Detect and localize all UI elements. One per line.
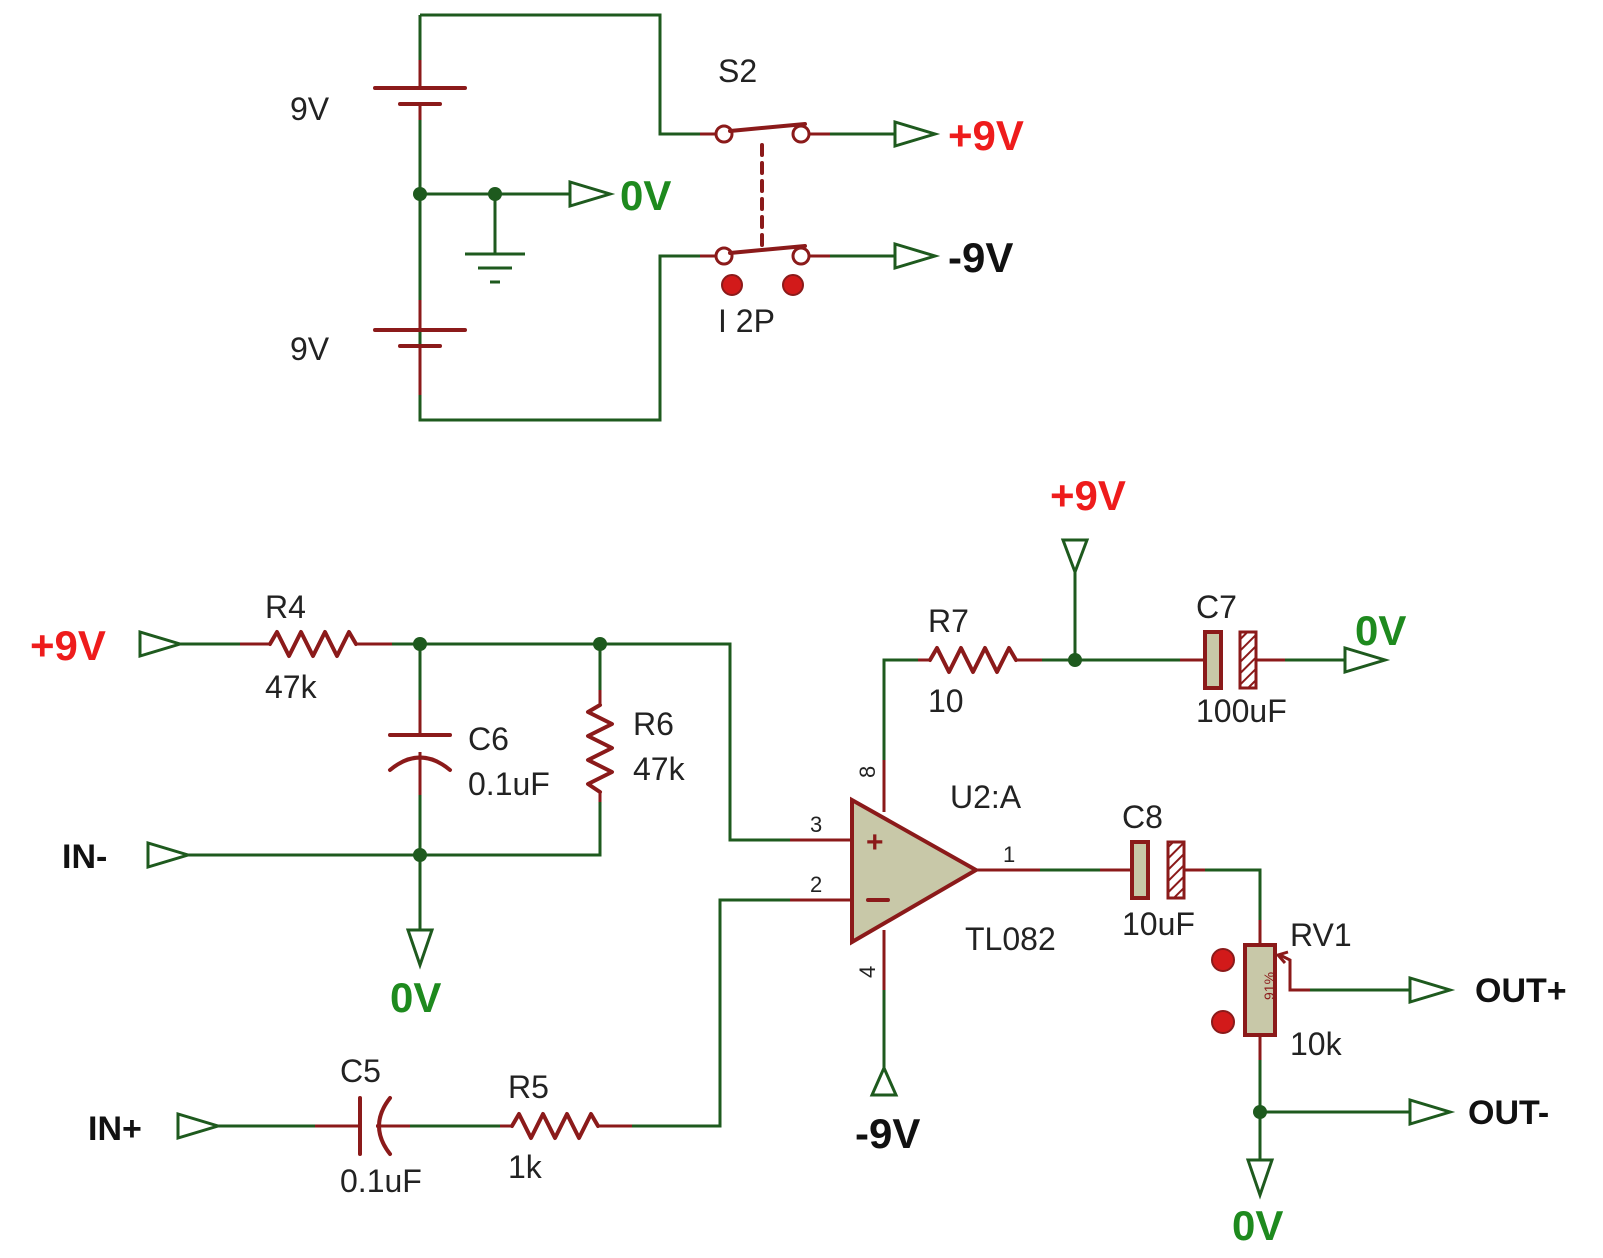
in-minus-net-label: IN- xyxy=(62,838,107,876)
r7-supply-terminal xyxy=(1060,538,1090,577)
c5-value-label: 0.1uF xyxy=(340,1163,422,1199)
rv1-value-label: 10k xyxy=(1290,1026,1343,1062)
out-minus-terminal xyxy=(1408,1097,1456,1127)
resistor-r5 xyxy=(500,1112,632,1140)
opamp-u2a: + xyxy=(790,760,1040,990)
r7-ref-label: R7 xyxy=(928,603,969,639)
opamp-vee-terminal xyxy=(869,1064,899,1097)
opamp-pin-out-label: 1 xyxy=(1003,842,1015,867)
power-supply-section: 9V 9V 0V xyxy=(290,13,1024,422)
out-plus-terminal xyxy=(1408,975,1456,1005)
c7-value-label: 100uF xyxy=(1196,693,1287,729)
opamp-ref-label: U2:A xyxy=(950,779,1022,815)
r4-supply-terminal xyxy=(138,629,186,659)
resistor-r4 xyxy=(240,630,392,658)
battery-top-label: 9V xyxy=(290,91,330,127)
opamp-pin-plus-label: 3 xyxy=(810,812,822,837)
in-minus-terminal xyxy=(146,840,194,870)
c7-gnd-terminal xyxy=(1343,645,1391,675)
probe-down-icon[interactable] xyxy=(1211,1010,1235,1034)
probe-down-icon[interactable] xyxy=(782,274,804,296)
c7-ref-label: C7 xyxy=(1196,589,1237,625)
opamp-plus-symbol: + xyxy=(866,826,884,859)
opamp-pin-vee-label: 4 xyxy=(855,966,880,978)
r6-ref-label: R6 xyxy=(633,706,674,742)
capacitor-c8 xyxy=(1100,840,1205,900)
out-plus-net-label: OUT+ xyxy=(1475,972,1567,1010)
junction-dot xyxy=(593,637,607,651)
opamp-pin-minus-label: 2 xyxy=(810,872,822,897)
r4-supply-net-label: +9V xyxy=(30,622,106,669)
r6-value-label: 47k xyxy=(633,751,686,787)
rv1-ref-label: RV1 xyxy=(1290,917,1352,953)
divider-gnd-net-label: 0V xyxy=(390,974,441,1021)
junction-dot xyxy=(413,637,427,651)
capacitor-c7 xyxy=(1180,630,1285,690)
neg-supply-terminal xyxy=(893,241,941,271)
capacitor-c6 xyxy=(388,700,452,795)
c8-value-label: 10uF xyxy=(1122,906,1195,942)
probe-up-icon[interactable] xyxy=(1211,948,1235,972)
r4-value-label: 47k xyxy=(265,669,318,705)
switch-ref-label: S2 xyxy=(718,53,757,89)
pos-supply-net-label: +9V xyxy=(948,112,1024,159)
junction-dot xyxy=(1068,653,1082,667)
c6-value-label: 0.1uF xyxy=(468,766,550,802)
r5-value-label: 1k xyxy=(508,1149,543,1185)
r7-value-label: 10 xyxy=(928,683,964,719)
probe-up-icon[interactable] xyxy=(721,274,743,296)
amplifier-section: +9V R4 47k C6 0.1uF R6 47k IN- xyxy=(30,472,1567,1249)
resistor-r6 xyxy=(586,690,614,802)
rv1-wiper-label: 91% xyxy=(1261,972,1277,1000)
out-minus-net-label: OUT- xyxy=(1468,1094,1549,1132)
out-gnd-terminal xyxy=(1245,1158,1275,1200)
battery-top xyxy=(373,60,467,120)
switch-s2 xyxy=(700,122,830,296)
switch-type-label: I 2P xyxy=(718,303,775,339)
neg-supply-net-label: -9V xyxy=(948,234,1013,281)
opamp-pin-vcc-label: 8 xyxy=(855,766,880,778)
opamp-vee-net-label: -9V xyxy=(855,1110,920,1157)
battery-bottom xyxy=(373,300,467,395)
battery-bottom-label: 9V xyxy=(290,331,330,367)
r5-ref-label: R5 xyxy=(508,1069,549,1105)
r7-supply-net-label: +9V xyxy=(1050,472,1126,519)
potentiometer-rv1: 91% xyxy=(1211,920,1310,1060)
c8-ref-label: C8 xyxy=(1122,799,1163,835)
in-plus-net-label: IN+ xyxy=(88,1110,142,1148)
capacitor-c5 xyxy=(315,1096,410,1156)
gnd-terminal xyxy=(568,179,616,209)
c7-gnd-net-label: 0V xyxy=(1355,607,1406,654)
in-plus-terminal xyxy=(176,1111,224,1141)
out-gnd-net-label: 0V xyxy=(1232,1202,1283,1249)
ground-symbol xyxy=(465,252,525,284)
divider-gnd-terminal xyxy=(405,928,435,970)
opamp-part-label: TL082 xyxy=(965,921,1056,957)
pos-supply-terminal xyxy=(893,119,941,149)
resistor-r7 xyxy=(918,646,1042,674)
junction-dot xyxy=(413,848,427,862)
r4-ref-label: R4 xyxy=(265,589,306,625)
c5-ref-label: C5 xyxy=(340,1053,381,1089)
junction-dot xyxy=(413,187,427,201)
junction-dot xyxy=(1253,1105,1267,1119)
junction-dot xyxy=(488,187,502,201)
gnd-net-label: 0V xyxy=(620,172,671,219)
c6-ref-label: C6 xyxy=(468,721,509,757)
